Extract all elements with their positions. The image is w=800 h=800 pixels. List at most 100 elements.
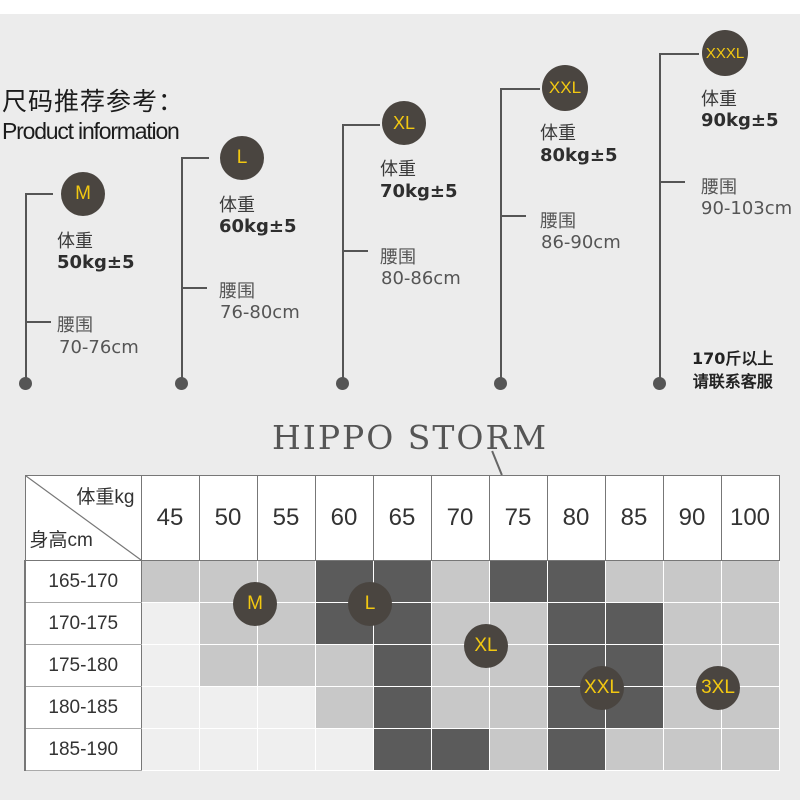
weight-label: 体重 xyxy=(701,89,737,110)
waist-value: 86-90cm xyxy=(541,232,621,253)
size-cell xyxy=(198,686,258,729)
waist-label: 腰围 xyxy=(57,315,93,336)
column-tick xyxy=(342,124,380,126)
weight-column-header: 50 xyxy=(198,475,258,561)
waist-label: 腰围 xyxy=(219,281,255,302)
size-cell xyxy=(488,644,548,687)
waist-value: 80-86cm xyxy=(381,268,461,289)
size-cell xyxy=(720,560,780,603)
size-cell xyxy=(140,728,200,771)
weight-label: 体重 xyxy=(219,195,255,216)
size-cell xyxy=(662,728,722,771)
size-cell xyxy=(430,560,490,603)
table-row: 175-180 xyxy=(24,644,780,687)
weight-label: 体重 xyxy=(57,231,93,252)
size-marker: M xyxy=(233,582,277,626)
column-tick xyxy=(659,181,685,183)
size-badge-m: M xyxy=(61,172,105,216)
size-cell xyxy=(198,644,258,687)
contact-note-line1: 170斤以上 xyxy=(692,349,774,368)
size-cell xyxy=(314,686,374,729)
table-row: 180-185 xyxy=(24,686,780,729)
size-cell xyxy=(372,728,432,771)
weight-column-header: 85 xyxy=(604,475,664,561)
table-row: 165-170 xyxy=(24,560,780,603)
size-marker: L xyxy=(348,582,392,626)
size-cell xyxy=(488,560,548,603)
column-tick xyxy=(659,53,699,55)
weight-column-header: 80 xyxy=(546,475,606,561)
size-cell xyxy=(546,644,606,687)
size-cell xyxy=(546,560,606,603)
size-cell xyxy=(198,728,258,771)
contact-note: 170斤以上 请联系客服 xyxy=(692,347,773,393)
column-dot xyxy=(19,377,32,390)
height-row-header: 170-175 xyxy=(24,602,142,645)
weight-column-header: 45 xyxy=(140,475,200,561)
column-tick xyxy=(342,250,368,252)
table-row: 185-190 xyxy=(24,728,780,771)
waist-label: 腰围 xyxy=(380,247,416,268)
weight-value: 90kg±5 xyxy=(701,110,779,131)
column-dot xyxy=(175,377,188,390)
column-dot xyxy=(336,377,349,390)
waist-label: 腰围 xyxy=(540,211,576,232)
size-marker: 3XL xyxy=(696,666,740,710)
waist-label: 腰围 xyxy=(701,177,737,198)
column-line xyxy=(500,88,502,383)
size-badge-xxxl: XXXL xyxy=(702,30,748,76)
size-marker: XL xyxy=(464,624,508,668)
table-row: 170-175 xyxy=(24,602,780,645)
size-cell xyxy=(720,728,780,771)
brand-logo: HIPPO STORM xyxy=(272,418,549,457)
size-cell xyxy=(662,644,722,687)
size-cell xyxy=(604,728,664,771)
product-info-subtitle: Product information xyxy=(2,118,180,144)
size-cell xyxy=(604,602,664,645)
weight-column-header: 90 xyxy=(662,475,722,561)
height-row-header: 185-190 xyxy=(24,728,142,771)
contact-note-line2: 请联系客服 xyxy=(692,372,773,391)
size-badge-xl: XL xyxy=(382,101,426,145)
weight-column-header: 75 xyxy=(488,475,548,561)
size-guide-title: 尺码推荐参考： xyxy=(2,87,185,116)
column-tick xyxy=(25,193,53,195)
waist-value: 70-76cm xyxy=(59,337,139,358)
size-cell xyxy=(256,686,316,729)
size-cell xyxy=(604,560,664,603)
weight-value: 80kg±5 xyxy=(540,145,618,166)
column-tick xyxy=(500,88,540,90)
size-cell xyxy=(140,644,200,687)
size-marker: XXL xyxy=(580,666,624,710)
waist-value: 90-103cm xyxy=(701,198,793,219)
weight-column-header: 55 xyxy=(256,475,316,561)
size-cell xyxy=(372,644,432,687)
size-cell xyxy=(140,560,200,603)
column-tick xyxy=(500,215,526,217)
height-axis-header: 身高cm xyxy=(29,530,93,551)
table-corner-cell: 体重kg 身高cm xyxy=(24,475,142,561)
size-cell xyxy=(430,728,490,771)
height-row-header: 175-180 xyxy=(24,644,142,687)
size-cell xyxy=(488,728,548,771)
weight-column-header: 60 xyxy=(314,475,374,561)
size-cell xyxy=(430,686,490,729)
size-cell xyxy=(546,602,606,645)
size-cell xyxy=(662,560,722,603)
weight-label: 体重 xyxy=(540,123,576,144)
column-dot xyxy=(653,377,666,390)
weight-label: 体重 xyxy=(380,159,416,180)
column-tick xyxy=(25,321,51,323)
size-badge-l: L xyxy=(220,136,264,180)
size-cell xyxy=(546,728,606,771)
weight-value: 50kg±5 xyxy=(57,252,135,273)
height-row-header: 180-185 xyxy=(24,686,142,729)
size-cell xyxy=(488,686,548,729)
weight-value: 60kg±5 xyxy=(219,216,297,237)
waist-value: 76-80cm xyxy=(220,302,300,323)
weight-axis-header: 体重kg xyxy=(76,487,135,508)
size-cell xyxy=(662,602,722,645)
size-cell xyxy=(140,602,200,645)
size-cell xyxy=(256,728,316,771)
